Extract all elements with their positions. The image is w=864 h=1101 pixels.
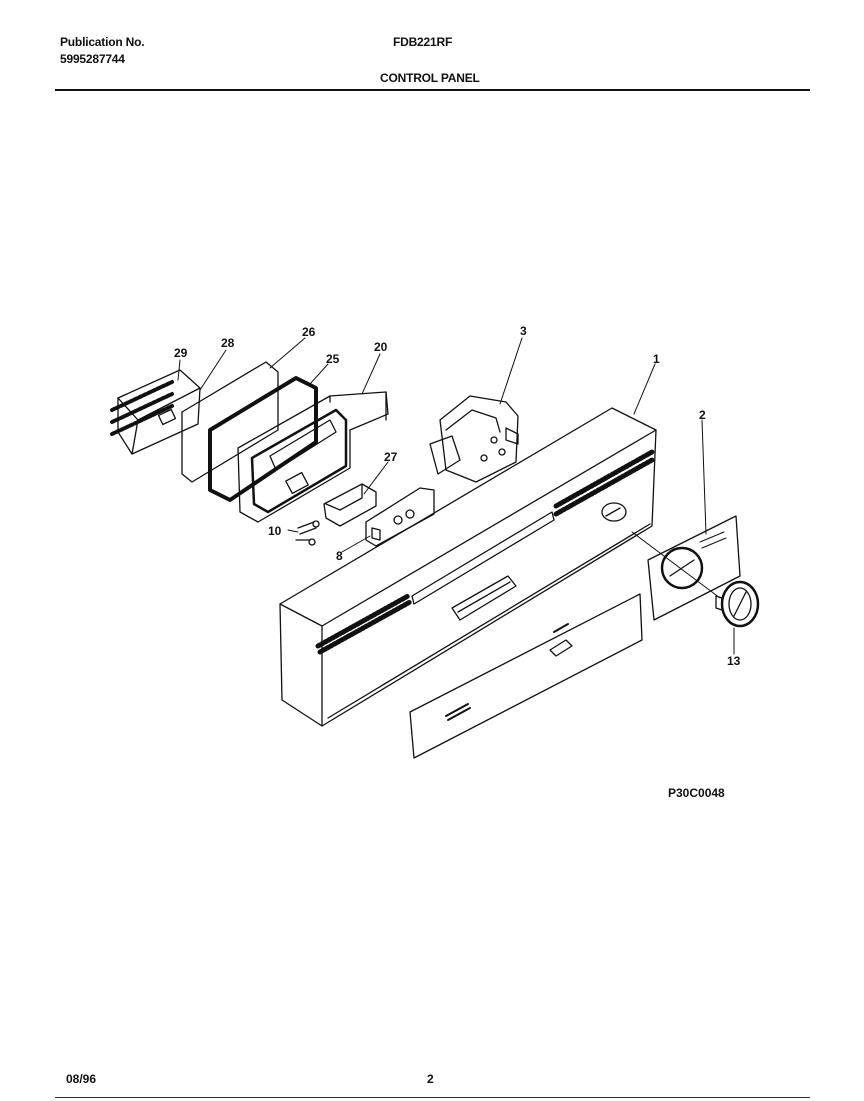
leader-lines xyxy=(177,337,735,655)
callout-20: 20 xyxy=(374,340,388,354)
section-title: CONTROL PANEL xyxy=(380,71,480,85)
part-2-overlay xyxy=(647,515,741,621)
footer-divider xyxy=(55,1097,810,1098)
callout-1: 1 xyxy=(653,352,660,366)
callout-10: 10 xyxy=(268,524,282,538)
page-number: 2 xyxy=(427,1072,434,1086)
footer-date: 08/96 xyxy=(66,1072,97,1086)
part-1-control-panel xyxy=(279,407,657,727)
header-divider xyxy=(55,89,810,91)
part-3-timer xyxy=(429,395,519,483)
lower-fascia-strip xyxy=(409,593,643,759)
part-13-knob xyxy=(715,580,760,628)
callout-26: 26 xyxy=(302,325,316,339)
callout-28: 28 xyxy=(221,336,235,350)
publication-label: Publication No. xyxy=(60,35,145,49)
callout-3: 3 xyxy=(520,324,527,338)
part-8-terminal-block xyxy=(365,487,435,547)
figure-code: P30C0048 xyxy=(668,786,725,800)
part-28-overlay-sheet xyxy=(181,361,279,483)
part-10-screws xyxy=(295,520,320,546)
callout-2: 2 xyxy=(699,408,706,422)
callout-27: 27 xyxy=(384,450,398,464)
part-25-gasket xyxy=(208,376,318,502)
part-20-bracket-housing xyxy=(237,391,389,523)
callout-25: 25 xyxy=(326,352,340,366)
part-29-button-strip xyxy=(110,369,201,455)
callout-13: 13 xyxy=(727,654,741,668)
callout-29: 29 xyxy=(174,346,188,360)
model-number: FDB221RF xyxy=(393,35,453,49)
callout-8: 8 xyxy=(336,549,343,563)
publication-number: 5995287744 xyxy=(60,52,125,66)
part-27-switch xyxy=(323,483,377,527)
